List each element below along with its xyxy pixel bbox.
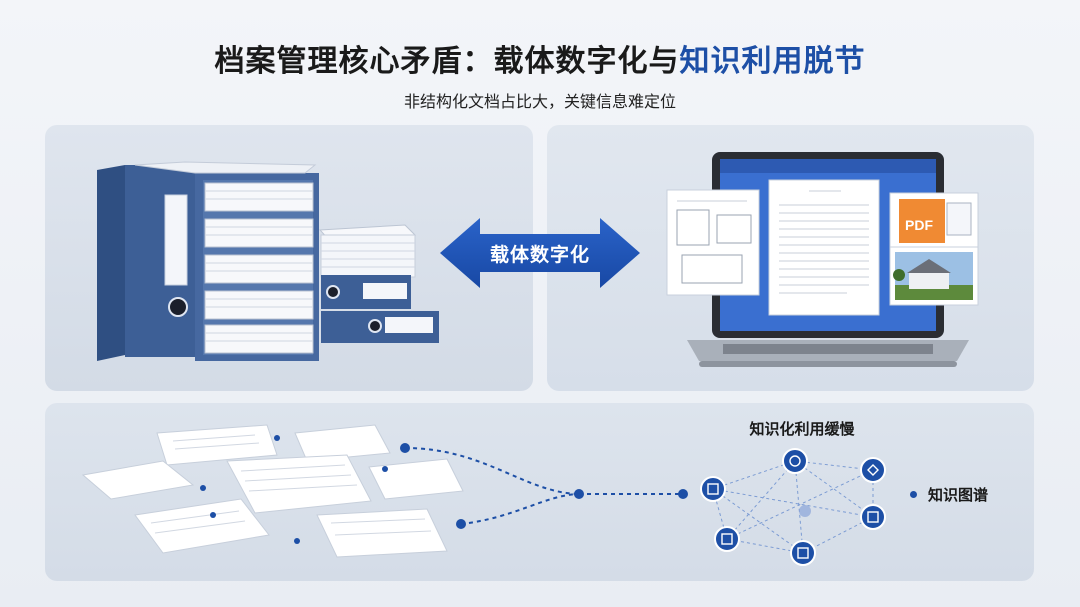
binder-icon — [97, 165, 195, 361]
pdf-icon: PDF — [890, 193, 978, 251]
document-icon — [320, 225, 415, 277]
title-accent: 知识利用脱节 — [680, 44, 866, 79]
knowledge-utilization-title: 知识化利用缓慢 — [712, 418, 892, 439]
arrow-label: 载体数字化 — [440, 218, 640, 288]
title-main: 档案管理核心矛盾：载体数字化与 — [215, 44, 680, 79]
document-icon — [769, 180, 879, 315]
page-title: 档案管理核心矛盾：载体数字化与知识利用脱节 — [0, 36, 1080, 80]
document-icon — [369, 459, 463, 499]
house-photo-icon — [890, 247, 978, 305]
document-icon — [135, 499, 269, 553]
legend-dot-icon — [910, 491, 917, 498]
page-subtitle: 非结构化文档占比大，关键信息难定位 — [0, 88, 1080, 112]
document-icon — [83, 461, 193, 499]
knowledge-node-icon — [715, 527, 739, 551]
knowledge-graph-label: 知识图谱 — [928, 484, 988, 505]
document-icon — [667, 190, 759, 295]
knowledge-node-icon — [861, 505, 885, 529]
digitization-arrow: 载体数字化 — [440, 218, 640, 288]
knowledge-node-icon — [861, 458, 885, 482]
binder-icon — [321, 275, 439, 343]
knowledge-node-icon — [701, 477, 725, 501]
knowledge-node-icon — [791, 541, 815, 565]
knowledge-node-icon — [783, 449, 807, 473]
pdf-label: PDF — [905, 217, 933, 233]
document-icon — [227, 455, 371, 513]
